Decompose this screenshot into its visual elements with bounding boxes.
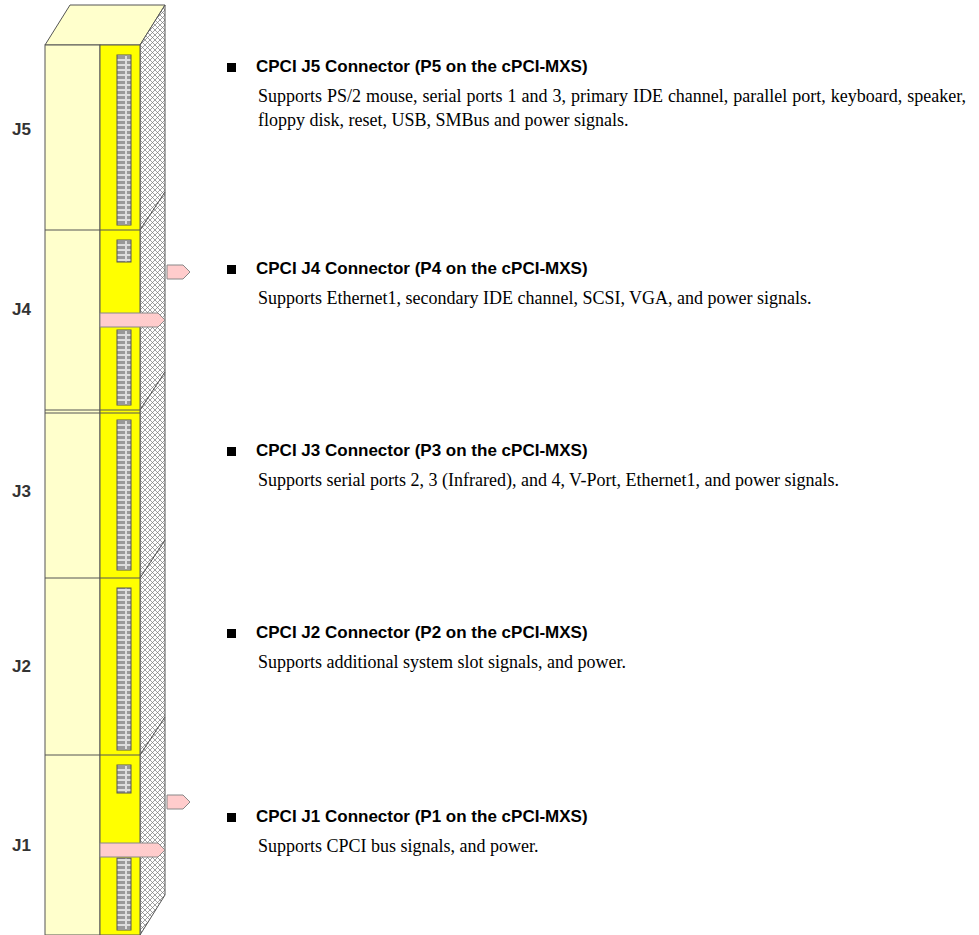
section-heading: CPCI J4 Connector (P4 on the cPCI-MXS) [256,259,588,279]
connector-label: J5 [12,120,31,140]
section-heading: CPCI J2 Connector (P2 on the cPCI-MXS) [256,623,588,643]
section-body: Supports additional system slot signals,… [258,650,966,674]
pin-row [117,420,131,570]
pin-row [117,55,131,225]
section-heading: CPCI J3 Connector (P3 on the cPCI-MXS) [256,441,588,461]
pin-row [117,858,131,930]
side-face [140,5,165,935]
section-heading: CPCI J5 Connector (P5 on the cPCI-MXS) [256,57,588,77]
pin-row [117,588,131,750]
section-body: Supports Ethernet1, secondary IDE channe… [258,286,966,310]
bullet [227,63,236,822]
section-heading: CPCI J1 Connector (P1 on the cPCI-MXS) [256,807,588,827]
block-dividers [45,192,165,755]
connector-label: J3 [12,482,31,502]
front-face [45,45,100,935]
connector-label: J1 [12,836,31,856]
contact-strip [100,45,140,935]
pin-row [117,765,131,793]
pin-row [117,330,131,405]
section-body: Supports CPCI bus signals, and power. [258,834,966,858]
guide-pin [100,265,190,857]
section-body: Supports PS/2 mouse, serial ports 1 and … [258,84,966,132]
connector-label: J2 [12,657,31,677]
pin-row [117,240,131,262]
connector-label: J4 [12,300,31,320]
section-body: Supports serial ports 2, 3 (Infrared), a… [258,468,966,492]
